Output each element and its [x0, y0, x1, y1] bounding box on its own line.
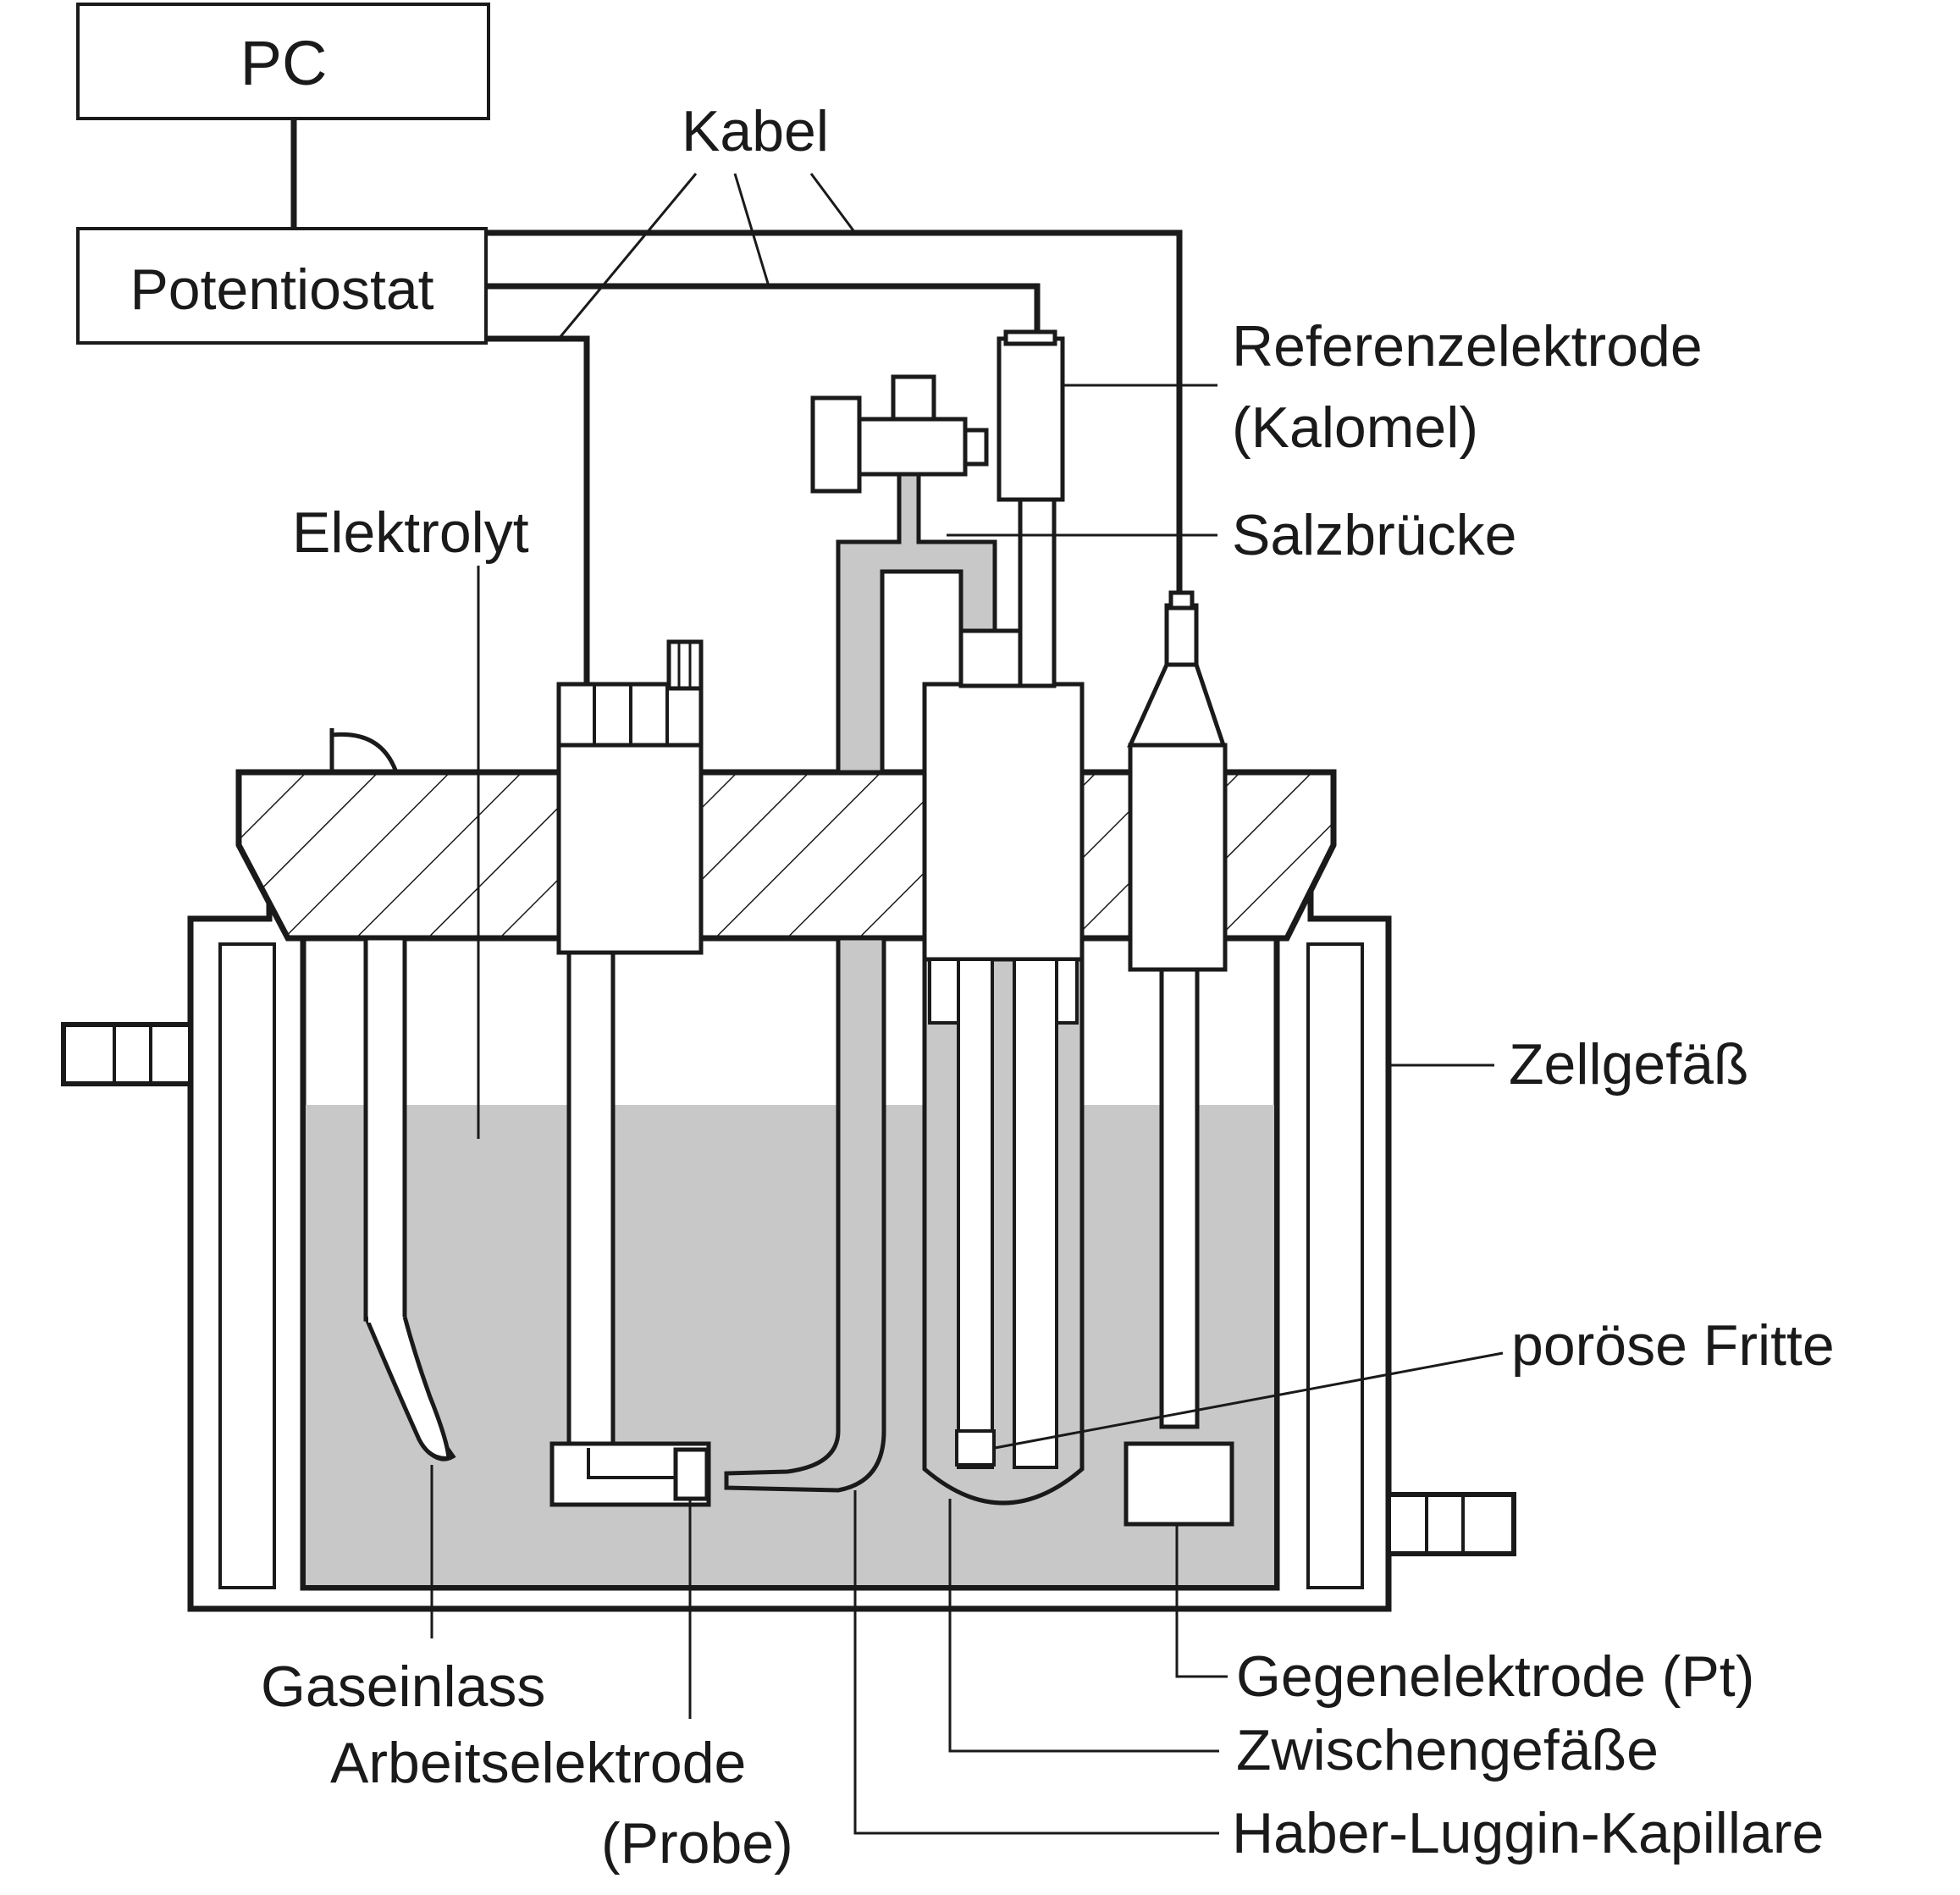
cable-label-leaders — [557, 173, 857, 340]
electrolyte-fill — [306, 1105, 1274, 1585]
working-electrode-sublabel: (Probe) — [601, 1811, 793, 1876]
cable-label: Kabel — [682, 99, 829, 163]
jacket-window-right — [1306, 942, 1364, 1589]
salt-bridge — [810, 374, 997, 775]
potentiostat-box: Potentiostat — [76, 227, 488, 345]
pc-box: PC — [76, 3, 490, 120]
potentiostat-label: Potentiostat — [130, 257, 433, 322]
working-electrode-label: Arbeitselektrode — [330, 1731, 746, 1795]
counter-electrode — [1124, 590, 1234, 1527]
intermediate-vessel — [922, 628, 1085, 1506]
gas-inlet-label: Gaseinlass — [261, 1655, 545, 1719]
electrolyte-label: Elektrolyt — [292, 500, 529, 565]
intermediate-vessels-label: Zwischengefäße — [1236, 1718, 1659, 1782]
porous-frit-label: poröse Fritte — [1511, 1313, 1835, 1378]
cables — [486, 229, 1183, 684]
jacket-outlet-nozzle — [1386, 1492, 1516, 1556]
jacket-inlet-nozzle — [61, 1022, 193, 1086]
reference-electrode-sublabel: (Kalomel) — [1232, 395, 1478, 460]
working-electrode-holder — [549, 639, 711, 1507]
salt-bridge-label: Salzbrücke — [1232, 503, 1516, 567]
reference-electrode-label: Referenzelektrode — [1232, 314, 1703, 378]
gas-inlet-tube — [329, 728, 456, 1461]
leader-lines — [430, 384, 1504, 1835]
luggin-capillary — [724, 936, 886, 1493]
cell-vessel-label: Zellgefäß — [1509, 1032, 1748, 1097]
reference-electrode — [997, 329, 1065, 688]
pc-label: PC — [240, 28, 328, 98]
counter-electrode-label: Gegenelektrode (Pt) — [1236, 1644, 1754, 1709]
luggin-capillary-label: Haber-Luggin-Kapillare — [1232, 1801, 1824, 1865]
jacket-window-left — [218, 942, 276, 1589]
